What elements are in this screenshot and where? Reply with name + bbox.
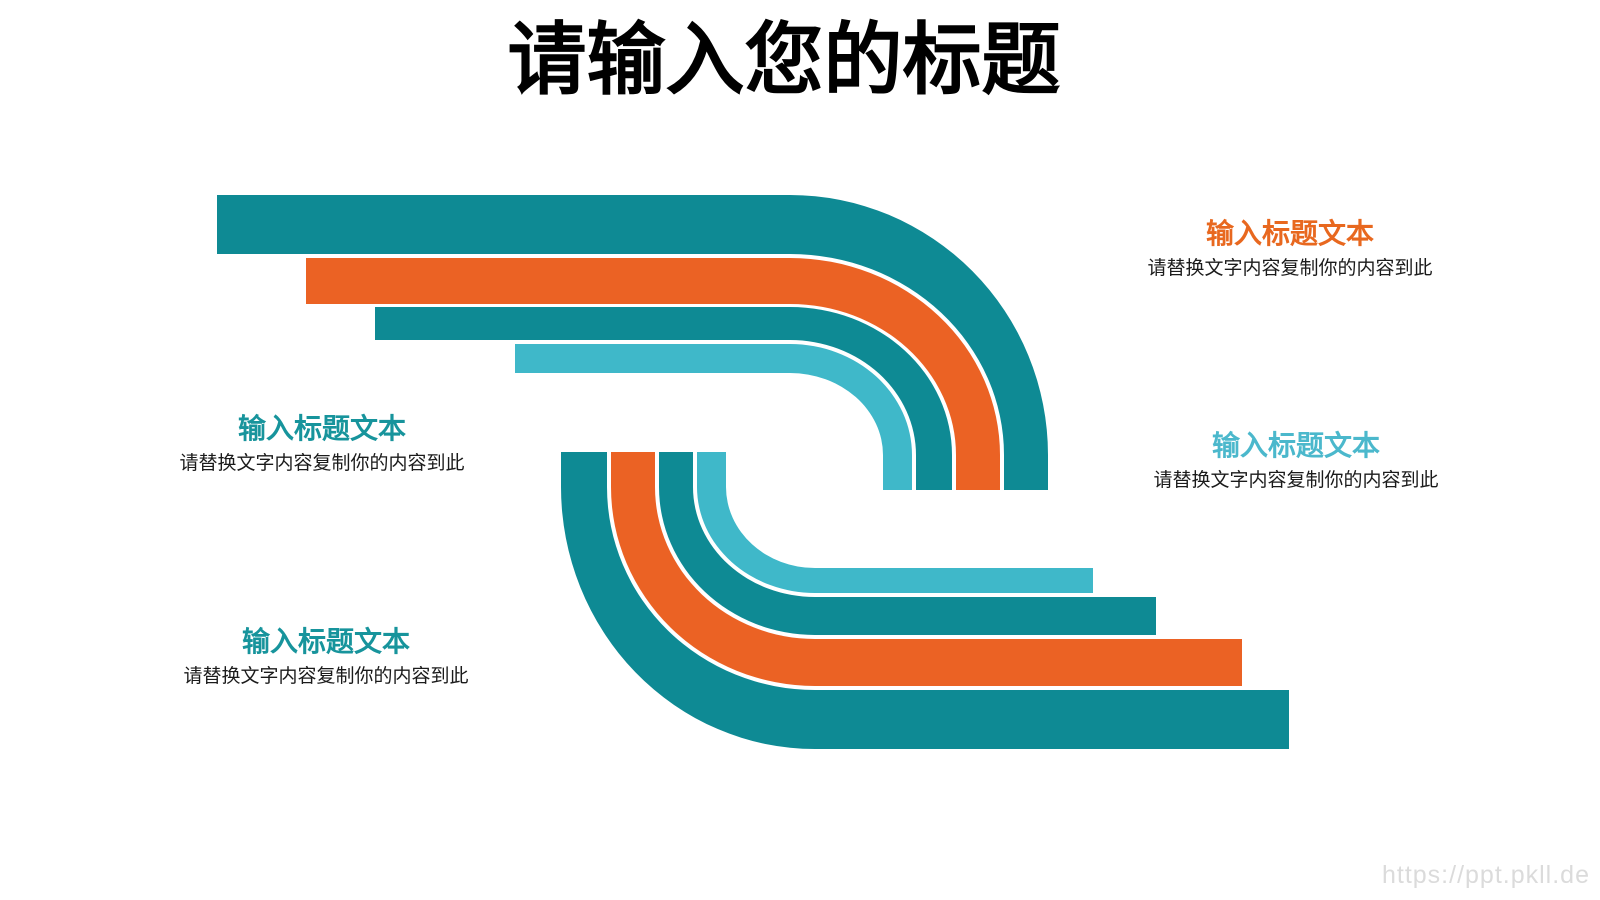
text-block-left-mid: 输入标题文本 请替换文字内容复制你的内容到此 bbox=[132, 409, 512, 477]
text-block-body: 请替换文字内容复制你的内容到此 bbox=[183, 666, 469, 687]
top-orange-ribbon bbox=[306, 258, 1000, 490]
bottom-inner-teal-ribbon bbox=[659, 452, 1156, 635]
text-block-heading: 输入标题文本 bbox=[237, 413, 406, 444]
bottom-lightblue-ribbon bbox=[697, 452, 1093, 593]
text-block-right-top: 输入标题文本 请替换文字内容复制你的内容到此 bbox=[1100, 214, 1480, 282]
text-block-body: 请替换文字内容复制你的内容到此 bbox=[179, 453, 465, 474]
text-block-left-bottom: 输入标题文本 请替换文字内容复制你的内容到此 bbox=[136, 622, 516, 690]
text-block-body: 请替换文字内容复制你的内容到此 bbox=[1147, 258, 1433, 279]
text-block-right-mid: 输入标题文本 请替换文字内容复制你的内容到此 bbox=[1106, 426, 1486, 494]
text-block-body: 请替换文字内容复制你的内容到此 bbox=[1153, 470, 1439, 491]
watermark-url: https://ppt.pkll.de bbox=[1381, 861, 1590, 889]
top-lightblue-ribbon bbox=[515, 344, 912, 490]
page-title: 请输入您的标题 bbox=[507, 15, 1061, 104]
bottom-orange-ribbon bbox=[611, 452, 1242, 686]
text-block-heading: 输入标题文本 bbox=[1205, 218, 1374, 249]
top-inner-teal-ribbon bbox=[375, 307, 952, 490]
bottom-outer-teal-ribbon bbox=[561, 452, 1289, 749]
text-block-heading: 输入标题文本 bbox=[1211, 430, 1380, 461]
top-outer-teal-ribbon bbox=[217, 195, 1048, 490]
text-block-heading: 输入标题文本 bbox=[241, 626, 410, 657]
